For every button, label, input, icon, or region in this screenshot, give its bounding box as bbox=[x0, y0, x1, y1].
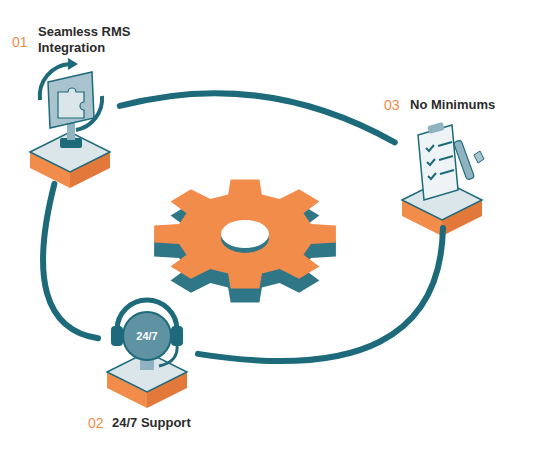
checklist-icon bbox=[418, 122, 484, 200]
ring-arc bbox=[120, 93, 395, 142]
item-title: 24/7 Support bbox=[112, 415, 252, 431]
gear-hole bbox=[221, 220, 269, 248]
badge-text: 24/7 bbox=[125, 329, 169, 343]
callout-number: 02 bbox=[88, 415, 104, 431]
icon-node: Seamless RMS Integration bbox=[28, 60, 114, 178]
pedestal bbox=[30, 132, 110, 188]
item-title: No Minimums bbox=[410, 97, 530, 113]
integration-icon bbox=[40, 58, 102, 148]
callout-number: 03 bbox=[384, 97, 400, 113]
ring-arc bbox=[43, 184, 98, 339]
callout-number: 01 bbox=[12, 34, 28, 50]
ring-arc bbox=[198, 228, 443, 361]
icon-node: No Minimums bbox=[400, 118, 488, 222]
icon-node: 24/7 Support24/7 bbox=[104, 296, 192, 396]
gear bbox=[154, 180, 336, 289]
support-icon bbox=[111, 300, 183, 370]
item-title: Seamless RMS Integration bbox=[38, 24, 156, 56]
